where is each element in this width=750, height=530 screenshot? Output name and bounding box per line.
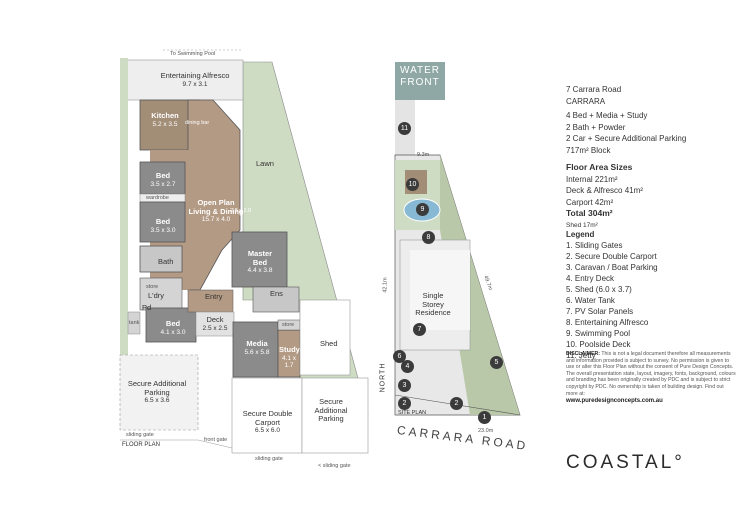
residence-label: Single Storey Residence bbox=[415, 291, 451, 318]
marker-8: 8 bbox=[422, 231, 435, 244]
lawn-label: Lawn bbox=[256, 159, 274, 168]
legend-item: 1. Sliding Gates bbox=[566, 241, 623, 250]
area-deck: Deck & Alfresco 41m² bbox=[566, 186, 643, 195]
disclaimer-label: DISCLAIMER: bbox=[566, 351, 601, 357]
store2-label: store bbox=[282, 322, 295, 328]
marker-3: 3 bbox=[398, 379, 411, 392]
legend-item: 7. PV Solar Panels bbox=[566, 307, 634, 316]
address: 7 Carrara Road bbox=[566, 85, 622, 94]
floor-plan-drawing bbox=[119, 49, 369, 454]
legend-item: 4. Entry Deck bbox=[566, 274, 615, 283]
marker-11: 11 bbox=[398, 122, 411, 135]
legend: Legend 1. Sliding Gates 2. Secure Double… bbox=[566, 229, 658, 361]
dining-bar-label: dining bar bbox=[185, 120, 210, 126]
legend-item: 10. Poolside Deck bbox=[566, 340, 631, 349]
legend-title: Legend bbox=[566, 230, 595, 239]
legend-item: 8. Entertaining Alfresco bbox=[566, 318, 649, 327]
suburb: CARRARA bbox=[566, 96, 606, 106]
area-shed: Shed 17m² bbox=[566, 221, 598, 229]
marker-4: 4 bbox=[401, 360, 414, 373]
site-plan-drawing bbox=[394, 62, 521, 416]
powder-label: Pd bbox=[142, 303, 152, 312]
entry-label: Entry bbox=[205, 292, 223, 301]
shed-label: Shed bbox=[320, 339, 338, 348]
marker-10: 10 bbox=[406, 178, 419, 191]
website-link[interactable]: www.puredesignconcepts.com.au bbox=[566, 398, 663, 405]
bath-label: Bath bbox=[158, 257, 174, 266]
site-plan-title: SITE PLAN bbox=[398, 410, 427, 416]
to-pool-label: To Swimming Pool bbox=[170, 51, 216, 57]
disclaimer-text: This is not a legal document therefore a… bbox=[566, 351, 736, 397]
laundry-label: L'dry bbox=[148, 291, 165, 300]
sliding-gate-bottom: sliding gate bbox=[255, 456, 283, 462]
marker-9: 9 bbox=[416, 203, 429, 216]
floor-area-sizes: Floor Area Sizes Internal 221m² Deck & A… bbox=[566, 162, 643, 231]
living-dim-2: 2.8 x 2.0 bbox=[230, 208, 252, 214]
sliding-gate-right: < sliding gate bbox=[318, 463, 351, 469]
feature-1: 4 Bed + Media + Study bbox=[566, 111, 648, 120]
ensuite-label: Ens bbox=[270, 289, 283, 298]
legend-item: 5. Shed (6.0 x 3.7) bbox=[566, 285, 632, 294]
feature-4: 717m² Block bbox=[566, 145, 611, 155]
wardrobe-label: wardrobe bbox=[146, 195, 169, 201]
marker-5: 5 bbox=[490, 356, 503, 369]
coastal-logo: COASTAL° bbox=[566, 452, 685, 473]
sliding-gate-left: sliding gate bbox=[126, 432, 154, 438]
dim-bottom: 23.0m bbox=[478, 428, 494, 434]
marker-1: 1 bbox=[478, 411, 491, 424]
legend-item: 6. Water Tank bbox=[566, 296, 615, 305]
area-total: Total 304m² bbox=[566, 208, 613, 218]
legend-item: 11. Jetty bbox=[566, 351, 596, 360]
floor-area-title: Floor Area Sizes bbox=[566, 162, 633, 172]
legend-item: 9. Swimming Pool bbox=[566, 329, 631, 338]
marker-2: 2 bbox=[450, 397, 463, 410]
marker-7: 7 bbox=[413, 323, 426, 336]
feature-3: 2 Car + Secure Additional Parking bbox=[566, 134, 687, 143]
disclaimer: DISCLAIMER: This is not a legal document… bbox=[566, 351, 736, 405]
legend-item: 3. Caravan / Boat Parking bbox=[566, 263, 658, 272]
property-info: 7 Carrara Road CARRARA 4 Bed + Media + S… bbox=[566, 84, 686, 156]
marker-2b: 2 bbox=[398, 397, 411, 410]
store-label: store bbox=[146, 284, 159, 290]
marker-6: 6 bbox=[393, 350, 406, 363]
area-internal: Internal 221m² bbox=[566, 174, 618, 184]
front-gate-label: front gate bbox=[204, 437, 228, 443]
legend-item: 2. Secure Double Carport bbox=[566, 252, 657, 261]
north-label: NORTH bbox=[379, 362, 387, 393]
dim-top: 9.3m bbox=[417, 152, 430, 158]
area-carport: Carport 42m² bbox=[566, 197, 614, 207]
feature-2: 2 Bath + Powder bbox=[566, 122, 626, 132]
parking-right-label: Secure Additional Parking bbox=[314, 397, 348, 424]
tank-label: tank bbox=[129, 320, 140, 326]
floor-plan-title: FLOOR PLAN bbox=[122, 442, 161, 448]
dim-left: 42.1m bbox=[382, 277, 389, 293]
